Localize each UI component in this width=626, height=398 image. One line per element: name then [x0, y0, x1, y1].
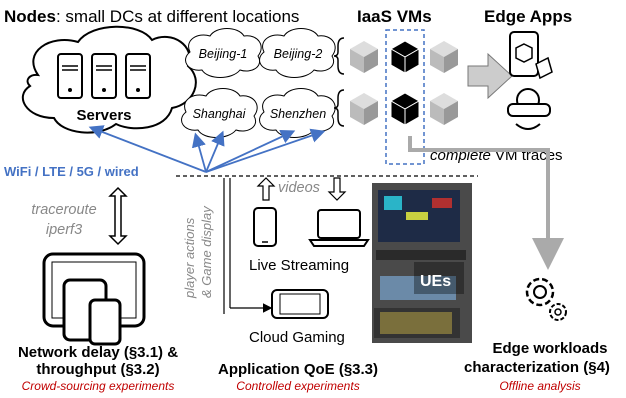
- city-cloud-shenzhen: Shenzhen: [259, 88, 336, 138]
- ar-phone-icon: [509, 31, 553, 80]
- game-phone-icon: [271, 289, 329, 319]
- iaas-vms-title: IaaS VMs: [357, 7, 432, 26]
- edge-section-title: Edge workloads: [492, 340, 607, 357]
- server-icon: [91, 53, 117, 99]
- edge-apps-title: Edge Apps: [484, 7, 572, 26]
- server-icon: [125, 53, 151, 99]
- bracket-top: [333, 37, 345, 75]
- qoe-section-title: Application QoE (§3.3): [218, 361, 378, 378]
- city-label: Shenzhen: [270, 107, 326, 121]
- nodes-heading: Nodes: small DCs at different locations: [4, 7, 299, 26]
- city-label: Beijing-2: [274, 47, 323, 61]
- network-section-title-2: throughput (§3.2): [36, 361, 159, 378]
- servers-label: Servers: [76, 107, 131, 124]
- tool-traceroute: traceroute: [31, 202, 96, 218]
- city-label: Beijing-1: [199, 47, 248, 61]
- cloud-gaming-label: Cloud Gaming: [249, 329, 345, 346]
- vm-cube-icon: [350, 93, 378, 125]
- smartphone-icon: [253, 207, 277, 247]
- traces-arrow: [408, 136, 564, 270]
- qoe-section-subtitle: Controlled experiments: [236, 379, 359, 393]
- network-section-title: Network delay (§3.1) &: [18, 344, 178, 361]
- devices-icon: [42, 252, 146, 346]
- gears-icon: [525, 277, 567, 321]
- ues-photo: [372, 183, 472, 343]
- tool-iperf3: iperf3: [46, 222, 82, 238]
- network-section-subtitle: Crowd-sourcing experiments: [22, 379, 175, 393]
- city-cloud-beijing-1: Beijing-1: [185, 28, 262, 78]
- videos-label: videos: [278, 180, 320, 196]
- vr-headset-icon: [507, 88, 551, 130]
- bidirectional-arrow: [108, 186, 128, 246]
- city-label: Shanghai: [193, 107, 247, 121]
- access-arrows: [88, 125, 326, 173]
- server-icon: [57, 53, 83, 99]
- edge-section-title-2: characterization (§4): [464, 359, 610, 376]
- game-label-1: player actions: [182, 217, 197, 299]
- edge-section-subtitle: Offline analysis: [499, 379, 580, 393]
- vm-cube-icon: [430, 41, 458, 73]
- vm-cube-icon: [350, 41, 378, 73]
- city-cloud-shanghai: Shanghai: [181, 88, 258, 138]
- ues-label: UEs: [420, 273, 451, 290]
- game-label-2: & Game display: [199, 205, 214, 298]
- laptop-icon: [308, 209, 370, 247]
- upload-arrow: [256, 177, 276, 201]
- selected-vm-box: [385, 29, 425, 165]
- vm-cube-icon: [389, 40, 421, 74]
- vm-cube-icon: [389, 92, 421, 126]
- vms-to-apps-arrow: [467, 52, 513, 100]
- vm-cube-icon: [430, 93, 458, 125]
- city-cloud-beijing-2: Beijing-2: [259, 28, 336, 78]
- live-streaming-label: Live Streaming: [249, 257, 349, 274]
- access-technologies-label: WiFi / LTE / 5G / wired: [4, 164, 139, 179]
- download-arrow: [327, 177, 347, 201]
- bracket-bottom: [333, 89, 345, 127]
